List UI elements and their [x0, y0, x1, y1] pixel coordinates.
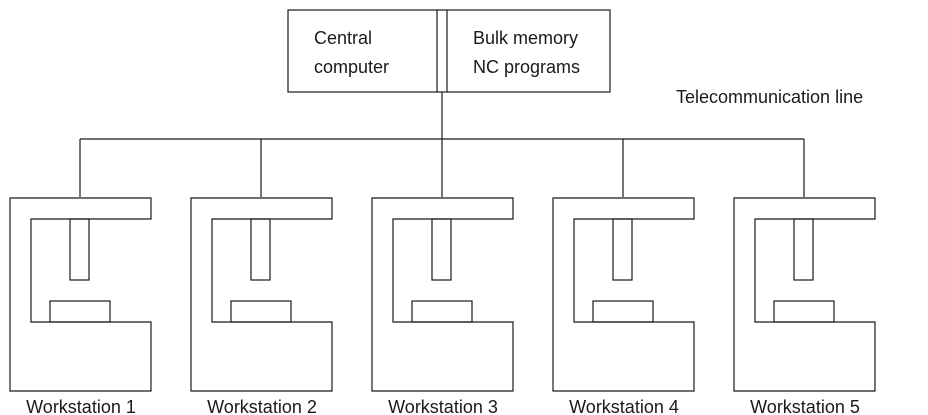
machine-frame — [733, 197, 876, 392]
workstation-5-label: Workstation 5 — [750, 397, 860, 415]
workstation-3-label: Workstation 3 — [388, 397, 498, 415]
workstation-4: Workstation 4 — [552, 197, 695, 415]
workstation-5: Workstation 5 — [733, 197, 876, 415]
machine-table — [411, 300, 473, 323]
central-computer-label-line2: computer — [314, 57, 389, 77]
machine-frame — [552, 197, 695, 392]
machine-spindle — [250, 218, 271, 281]
machine-spindle — [431, 218, 452, 281]
workstation-2-label: Workstation 2 — [207, 397, 317, 415]
workstation-1-label: Workstation 1 — [26, 397, 136, 415]
telecom-line-label: Telecommunication line — [676, 87, 863, 107]
machine-spindle — [793, 218, 814, 281]
central-computer-label-line1: Central — [314, 28, 372, 48]
central-unit: Central computer Bulk memory NC programs — [287, 9, 611, 93]
bulk-memory-label-line2: NC programs — [473, 57, 580, 77]
workstation-4-label: Workstation 4 — [569, 397, 679, 415]
machine-table — [592, 300, 654, 323]
machine-table — [230, 300, 292, 323]
workstation-2: Workstation 2 — [190, 197, 333, 415]
machine-frame — [371, 197, 514, 392]
workstation-3: Workstation 3 — [371, 197, 514, 415]
central-unit-box — [287, 9, 611, 93]
machine-table — [49, 300, 111, 323]
workstation-1: Workstation 1 — [9, 197, 152, 415]
bulk-memory-label-line1: Bulk memory — [473, 28, 578, 48]
telecom-lines — [79, 92, 805, 197]
machine-spindle — [69, 218, 90, 281]
machine-spindle — [612, 218, 633, 281]
machine-frame — [190, 197, 333, 392]
machine-table — [773, 300, 835, 323]
machine-frame — [9, 197, 152, 392]
